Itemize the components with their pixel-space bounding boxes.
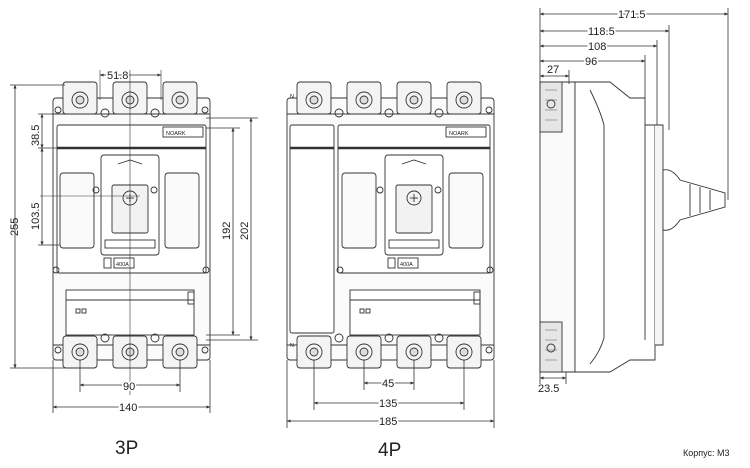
dim-51-8: 51.8: [107, 70, 128, 82]
neutral-mark-top-4p: N: [290, 94, 294, 100]
dim-90: 90: [123, 381, 135, 393]
dim-103-5: 103.5: [30, 202, 42, 230]
dims-3p: [10, 73, 258, 413]
right-window-4p: [448, 172, 484, 249]
bottom-terminals-3p: [54, 333, 209, 369]
dim-185: 185: [379, 416, 397, 428]
neutral-mark-bottom-4p: N: [290, 343, 294, 349]
brand-3p: NOARK: [166, 131, 186, 137]
rating-3p: 400A: [116, 262, 129, 268]
dim-38-5: 38.5: [30, 125, 42, 146]
view-side: [539, 81, 726, 373]
rating-label-4p: [397, 257, 419, 269]
side-handle: [662, 169, 726, 231]
brand-4p: NOARK: [449, 131, 469, 137]
operating-handle-4p: [395, 184, 433, 234]
dim-108: 108: [588, 41, 606, 53]
brand-plate-4p: [445, 126, 487, 138]
view-4p: [286, 81, 495, 369]
dim-135: 135: [379, 398, 397, 410]
dim-45: 45: [382, 378, 394, 390]
top-terminals-3p: [54, 81, 209, 118]
footnote: Корпус: M3: [683, 448, 730, 458]
rating-4p: 400A: [400, 262, 413, 268]
dim-255: 255: [9, 218, 21, 236]
view-3p: [40, 70, 211, 395]
side-housing: [574, 81, 656, 373]
right-window-3p: [164, 172, 200, 249]
brand-plate-3p: [162, 126, 204, 138]
dim-192: 192: [221, 222, 233, 240]
side-top-terminal: [539, 81, 563, 133]
caption-4p: 4P: [378, 440, 401, 461]
dim-27: 27: [547, 64, 559, 76]
dims-side: [539, 8, 729, 384]
dim-96: 96: [585, 56, 597, 68]
handle-screw-4p: [406, 190, 422, 206]
dim-171-5: 171.5: [618, 9, 646, 21]
left-window-4p: [341, 172, 377, 249]
left-window-3p: [59, 172, 95, 249]
rating-label-3p: [113, 257, 135, 269]
caption-3p: 3P: [115, 438, 138, 459]
dims-4p: [286, 360, 495, 428]
dim-140: 140: [119, 402, 137, 414]
side-front-face: [655, 124, 664, 346]
lower-cover-4p: [349, 289, 481, 336]
side-bottom-terminal: [539, 321, 563, 373]
top-terminals-4p: [296, 81, 493, 118]
dim-23-5: 23.5: [538, 383, 559, 395]
dim-202: 202: [239, 222, 251, 240]
dim-118-5: 118.5: [588, 26, 615, 38]
